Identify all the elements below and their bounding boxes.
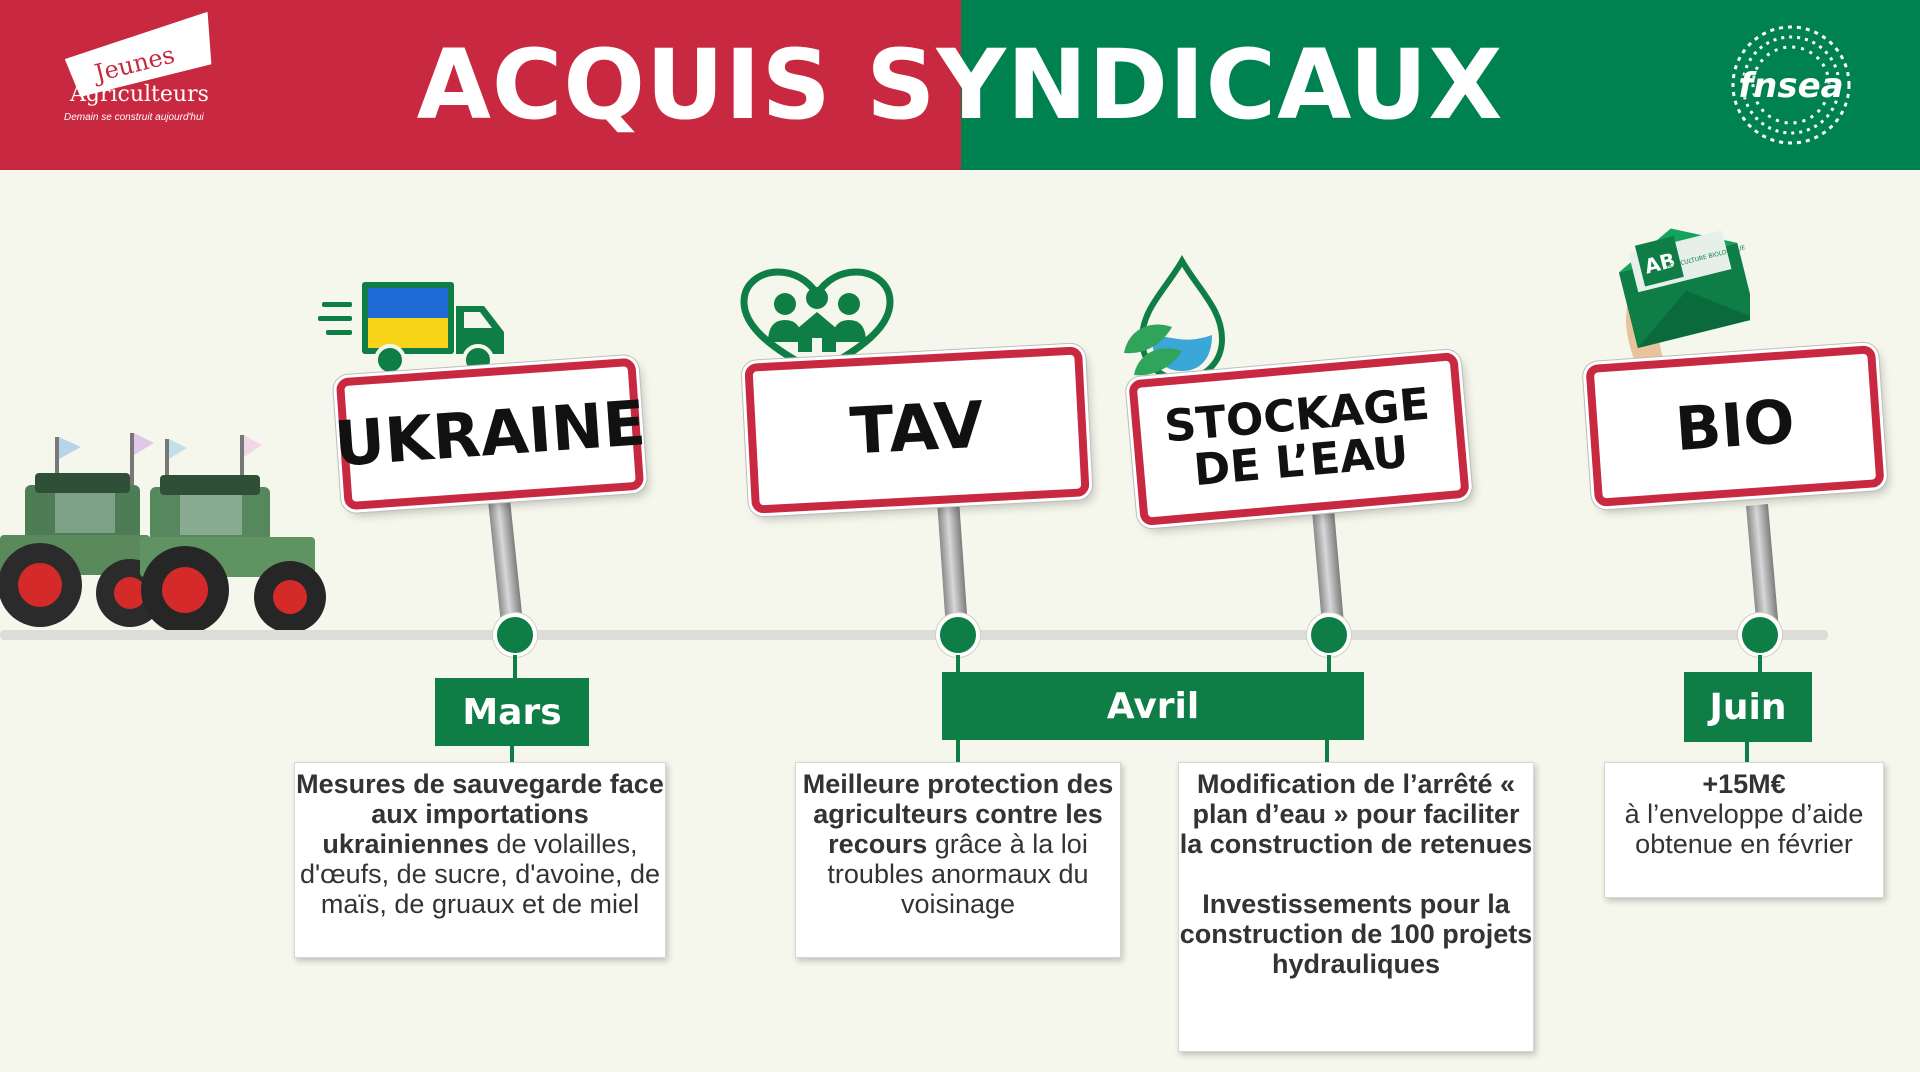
bio-stem — [1758, 655, 1762, 675]
tav-desc-regular: grâce à la loi troubles anormaux du vois… — [827, 829, 1089, 919]
bio-desc-regular: à l’enveloppe d’aide obtenue en février — [1624, 799, 1864, 859]
month-label-juin: Juin — [1684, 672, 1812, 742]
logo-line2: Agriculteurs — [70, 82, 209, 107]
juin-box-stem — [1745, 742, 1749, 762]
water-drop-icon — [1124, 255, 1226, 383]
stockage-stem — [1327, 655, 1331, 673]
tractors-illustration — [0, 433, 326, 634]
avril-box-stem-right — [1325, 740, 1329, 764]
bio-sign: BIO — [1585, 345, 1885, 507]
tav-sign-pole — [937, 499, 969, 631]
tav-desc-bold: Meilleure protection des agriculteurs co… — [802, 769, 1114, 859]
tav-description-box: Meilleure protection des agriculteurs co… — [795, 762, 1121, 958]
fnsea-text: fnsea — [1738, 66, 1844, 106]
month-mars-text: Mars — [462, 691, 562, 733]
jeunes-agriculteurs-logo: Jeunes Agriculteurs Demain se construit … — [60, 20, 220, 140]
bio-sign-label: BIO — [1673, 386, 1797, 465]
timeline-track — [0, 630, 1828, 640]
ukraine-sign-pole — [488, 498, 524, 631]
ukraine-description-box: Mesures de sauvegarde face aux importati… — [294, 762, 666, 958]
mars-box-stem — [510, 746, 514, 762]
avril-box-stem-left — [956, 740, 960, 764]
ukraine-timeline-dot — [493, 613, 537, 657]
ukraine-desc-bold: Mesures de sauvegarde face aux importati… — [296, 769, 664, 859]
month-label-avril: Avril — [942, 672, 1364, 740]
bio-envelope-icon: AB AGRICULTURE BIOLOGIQUE — [1618, 228, 1750, 372]
bio-sign-pole — [1746, 504, 1779, 631]
ukraine-stem — [513, 655, 517, 680]
stockage-desc-gap — [1179, 859, 1533, 889]
stockage-desc-bold1: Modification de l’arrêté « plan d’eau » … — [1179, 769, 1533, 859]
stockage-desc-bold2: Investissements pour la construction de … — [1179, 889, 1533, 979]
stockage-sign: STOCKAGE DE L’EAU — [1128, 351, 1470, 527]
people-heart-house-icon — [740, 268, 894, 376]
fnsea-sunburst-icon — [1731, 25, 1851, 145]
stockage-description-box: Modification de l’arrêté « plan d’eau » … — [1178, 762, 1534, 1052]
month-label-mars: Mars — [435, 678, 589, 746]
tav-sign-label: TAV — [848, 388, 986, 470]
tav-sign: TAV — [744, 346, 1090, 514]
bio-description-box: +15M€ à l’enveloppe d’aide obtenue en fé… — [1604, 762, 1884, 898]
stockage-timeline-dot — [1307, 613, 1351, 657]
fnsea-logo: fnsea — [1728, 22, 1854, 148]
month-juin-text: Juin — [1709, 686, 1787, 728]
ukraine-sign-label: UKRAINE — [332, 386, 648, 482]
tav-timeline-dot — [936, 613, 980, 657]
ukraine-truck-icon — [318, 282, 504, 376]
page-title: ACQUIS SYNDICAUX — [416, 29, 1504, 141]
ukraine-desc-regular: de volailles, d'œufs, de sucre, d'avoine… — [299, 829, 660, 919]
ukraine-sign: UKRAINE — [332, 357, 648, 511]
tav-stem — [956, 655, 960, 673]
logo-tagline: Demain se construit aujourd'hui — [64, 112, 204, 123]
header-right-panel — [961, 0, 1920, 170]
header-banner: Jeunes Agriculteurs Demain se construit … — [0, 0, 1920, 170]
month-avril-text: Avril — [1106, 685, 1200, 727]
bio-timeline-dot — [1738, 613, 1782, 657]
bio-desc-bold: +15M€ — [1702, 769, 1786, 799]
